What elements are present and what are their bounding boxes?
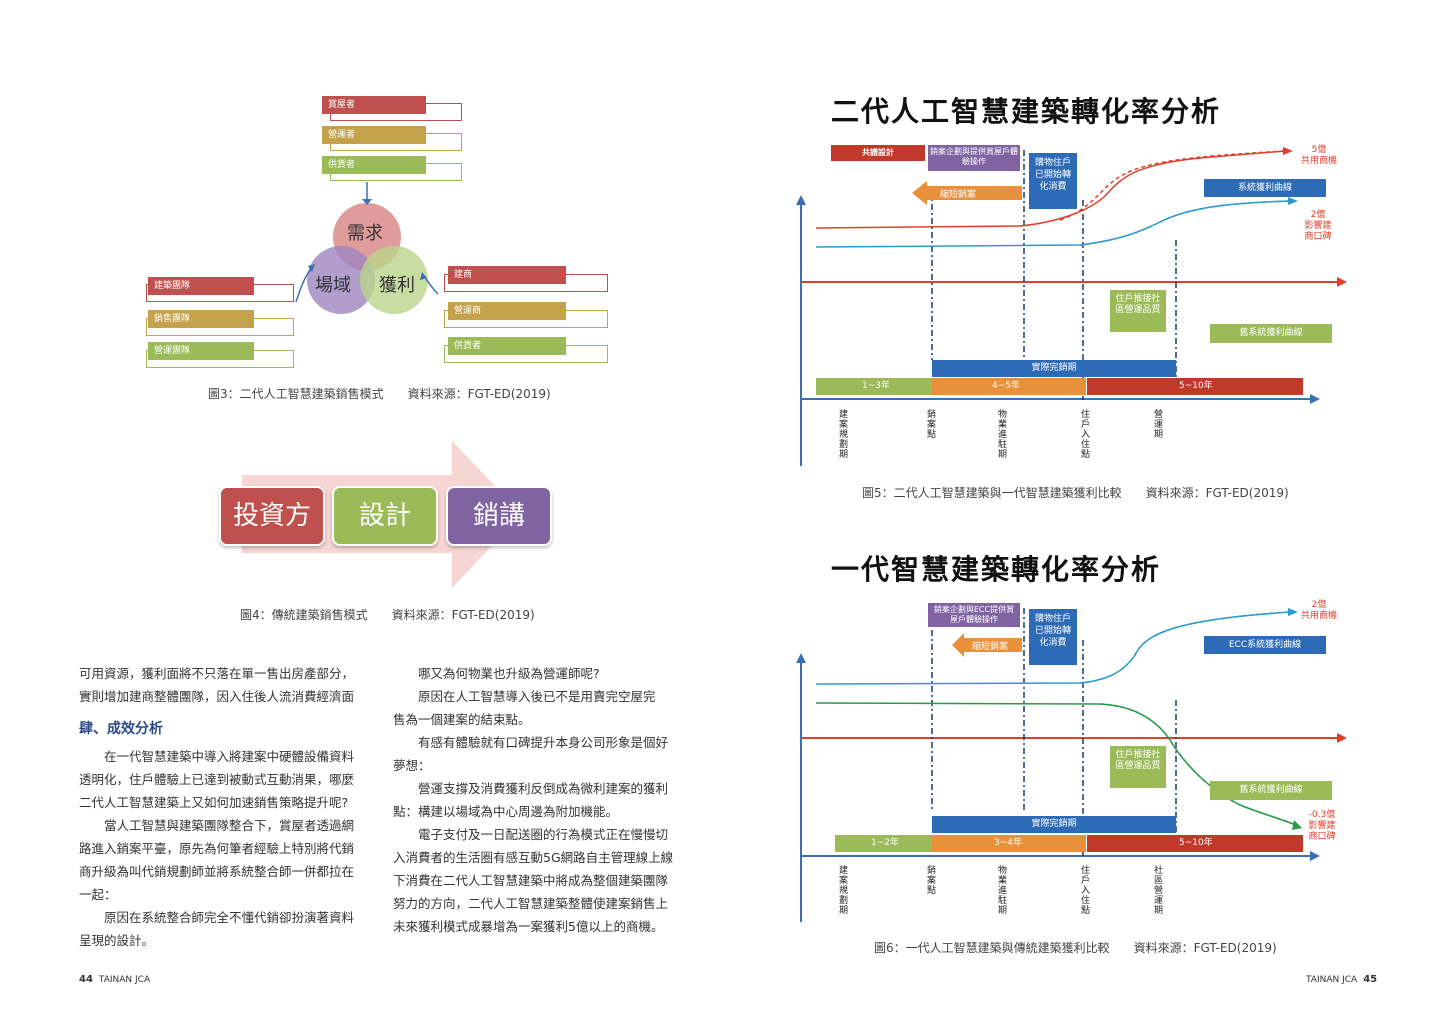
- fig3-right-box-1: 建商: [448, 266, 566, 284]
- text-line: 原因在人工智慧導入後已不是用賣完空屋完: [418, 689, 656, 704]
- fig3-right-box-2: 營運商: [448, 302, 566, 320]
- fig3-right-box-3: 供貨者: [448, 337, 566, 355]
- fig6-box-community-quality: 住戶推接社區營運品質: [1110, 746, 1166, 788]
- text-line: 在一代智慧建築中導入將建案中硬體設備資料: [104, 749, 355, 764]
- section-heading: 肆、成效分析: [79, 721, 163, 737]
- magazine-name: TAINAN JCA: [1306, 975, 1358, 985]
- text-line: 努力的方向，二代人工智慧建築整體使建案銷售上: [393, 896, 669, 911]
- fig6-xlabel-1: 建案規劃期: [838, 866, 848, 916]
- fig4-box-investor: 投資方: [219, 486, 325, 546]
- fig3-caption: 圖3：二代人工智慧建築銷售模式 資料來源：FGT-ED(2019): [208, 387, 551, 401]
- fig6-caption: 圖6：一代人工智慧建築與傳統建築獲利比較 資料來源：FGT-ED(2019): [874, 941, 1277, 955]
- fig5-xlabel-3: 物業進駐期: [997, 410, 1007, 460]
- fig5-xlabel-4: 住戶入住點: [1080, 410, 1090, 460]
- footer-right: TAINAN JCA 45: [1306, 974, 1377, 985]
- fig6-label-shorten: 縮短銷案: [972, 642, 1009, 652]
- fig6-xlabel-5: 社區營運期: [1153, 866, 1163, 916]
- text-line: 可用資源，獲利面將不只落在單一售出房產部分，: [79, 666, 355, 681]
- text-line: 商升級為叫代銷規劃師並將系統整合師一併都拉在: [79, 864, 355, 879]
- fig5-annotation-top: 5億 共用商機: [1300, 145, 1337, 166]
- text-line: 實則增加建商整體團隊，因入住後人流消費經濟面: [79, 689, 355, 704]
- fig5-box-system-curve: 系統獲利曲線: [1204, 179, 1326, 197]
- text-line: 下消費在二代人工智慧建築中將成為整個建築團隊: [393, 873, 669, 888]
- fig6-annotation-top: 2億 共用商機: [1300, 600, 1337, 621]
- fig5-label-shorten: 縮短銷案: [940, 190, 977, 200]
- fig3-circle-label-right: 獲利: [379, 275, 415, 296]
- fig6-seg-3: 5~10年: [1087, 835, 1303, 852]
- left-column-2: 哪又為何物業也升級為營運師呢? 原因在人工智慧導入後已不是用賣完空屋完 售為一個…: [393, 662, 683, 938]
- page-number: 45: [1363, 974, 1378, 985]
- fig3-top-box-2: 營運者: [322, 126, 426, 144]
- fig6-box-actual-sellout: 實際完銷期: [932, 816, 1176, 833]
- text-line: 原因在系統整合師完全不懂代銷卻扮演著資料: [104, 910, 355, 925]
- fig6-title: 一代智慧建築轉化率分析: [831, 553, 1162, 586]
- text-line: 點：構建以場域為中心周邊為附加機能。: [393, 804, 619, 819]
- text-line: 二代人工智慧建築上又如何加速銷售策略提升呢?: [79, 795, 349, 810]
- left-column-1: 可用資源，獲利面將不只落在單一售出房產部分， 實則增加建商整體團隊，因入住後人流…: [79, 662, 369, 952]
- footer-left: 44 TAINAN JCA: [79, 974, 150, 985]
- fig5-box-residents-consume: 購物住戶已開始轉化消費: [1029, 153, 1077, 209]
- text-line: 營運支撐及消費獲利反倒成為微利建案的獲利: [418, 781, 669, 796]
- fig6-xlabel-2: 銷案點: [926, 866, 936, 896]
- fig5-seg-2: 4~5年: [932, 378, 1086, 395]
- fig3-circle-profit: [360, 246, 428, 314]
- fig6-box-ecc-curve: ECC系統獲利曲線: [1204, 636, 1326, 654]
- page-number: 44: [79, 974, 93, 985]
- fig3-circle-label-left: 場域: [315, 275, 351, 296]
- fig3-top-box-1: 賞屋者: [322, 96, 426, 114]
- fig5-seg-1: 1~3年: [816, 378, 932, 395]
- fig3-venn-svg: [295, 182, 439, 314]
- fig5-seg-3: 5~10年: [1087, 378, 1303, 395]
- fig3-left-box-3: 營運團隊: [148, 342, 254, 360]
- text-line: 一起：: [79, 887, 117, 902]
- fig6-xlabel-4: 住戶入住點: [1080, 866, 1090, 916]
- fig6-box-sales-planning: 銷案企劃與ECC提供賞屋戶體驗操作: [928, 603, 1020, 627]
- text-line: 哪又為何物業也升級為營運師呢?: [418, 666, 600, 681]
- fig5-box-old-curve: 舊系統獲利曲線: [1210, 324, 1332, 343]
- fig3-circle-field: [307, 246, 375, 314]
- fig4-caption: 圖4：傳統建築銷售模式 資料來源：FGT-ED(2019): [240, 608, 535, 622]
- fig5-annotation-mid: 2億 影響建 商口碑: [1304, 210, 1332, 242]
- fig3-top-box-3: 供貨者: [322, 156, 426, 174]
- text-line: 電子支付及一日配送圈的行為模式正在慢慢切: [418, 827, 669, 842]
- fig5-box-cooperative-design: 共譜設計: [831, 145, 925, 161]
- fig6-box-old-curve: 舊系統獲利曲線: [1210, 781, 1332, 800]
- fig5-box-actual-sellout: 實際完銷期: [932, 360, 1176, 377]
- fig6-annotation-bottom: -0.3億 影響建 商口碑: [1308, 810, 1336, 842]
- text-line: 路進入銷案平臺，原先為何筆者經驗上特別將代銷: [79, 841, 355, 856]
- fig3-left-box-2: 銷售團隊: [148, 310, 254, 328]
- fig3-circle-label-top: 需求: [347, 223, 383, 244]
- fig4-box-sales: 銷講: [446, 486, 552, 546]
- text-line: 透明化，住戶體驗上已達到被動式互動消果，哪麼: [79, 772, 355, 787]
- fig6-seg-2: 3~4年: [932, 835, 1086, 852]
- fig5-box-community-quality: 住戶推接社區營運品質: [1110, 290, 1166, 332]
- text-line: 入消費者的生活圈有感互動5G網路自主管理線上線: [393, 850, 674, 865]
- text-line: 未來獲利模式成暴增為一案獲利5億以上的商機。: [393, 919, 664, 934]
- text-line: 當人工智慧與建築團隊整合下，賞屋者透過網: [104, 818, 355, 833]
- fig5-caption: 圖5：二代人工智慧建築與一代智慧建築獲利比較 資料來源：FGT-ED(2019): [862, 486, 1289, 500]
- text-line: 有感有體驗就有口碑提升本身公司形象是個好: [418, 735, 669, 750]
- fig5-xlabel-1: 建案規劃期: [838, 410, 848, 460]
- fig5-xlabel-5: 營運期: [1153, 410, 1163, 440]
- fig5-title: 二代人工智慧建築轉化率分析: [831, 95, 1222, 128]
- fig5-svg: [796, 147, 1347, 466]
- fig6-xlabel-3: 物業進駐期: [997, 866, 1007, 916]
- fig5-box-sales-planning: 銷案企劃與提供賞屋戶體驗操作: [928, 145, 1020, 171]
- fig6-seg-1: 1~2年: [835, 835, 932, 852]
- fig6-box-residents-consume: 購物住戶已開始轉化消費: [1029, 609, 1077, 665]
- fig5-xlabel-2: 銷案點: [926, 410, 936, 440]
- text-line: 售為一個建案的結束點。: [393, 712, 531, 727]
- fig3-left-box-1: 建築團隊: [148, 277, 254, 295]
- magazine-name: TAINAN JCA: [98, 975, 151, 985]
- text-line: 夢想：: [393, 758, 431, 773]
- fig4-box-design: 設計: [332, 486, 438, 546]
- text-line: 呈現的設計。: [79, 933, 155, 948]
- fig6-svg: [796, 608, 1347, 922]
